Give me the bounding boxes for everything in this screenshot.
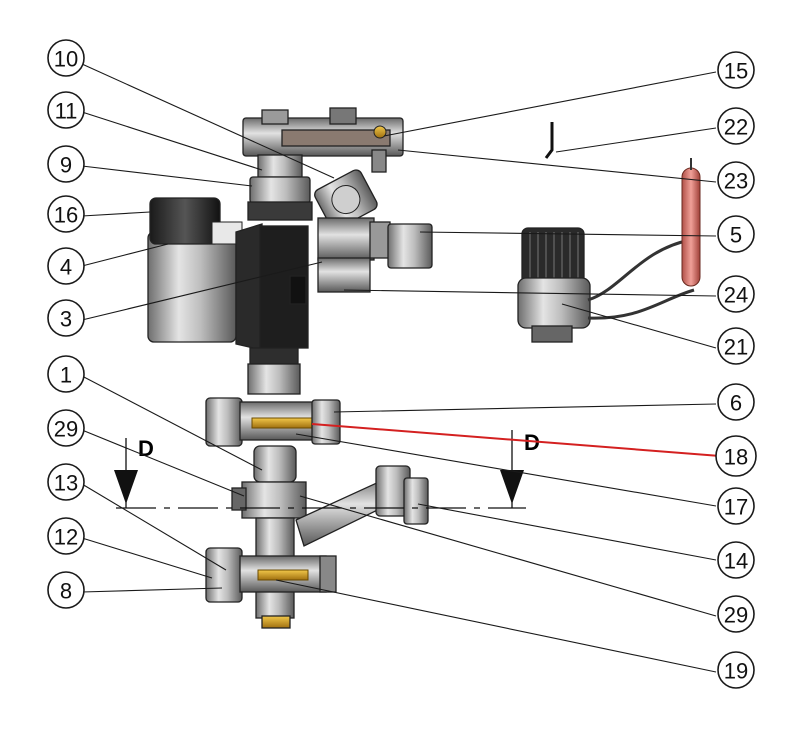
callout-c22: 22 — [717, 107, 755, 145]
callout-circle — [717, 107, 755, 145]
callout-label: 24 — [724, 283, 748, 308]
sensor-bulb — [681, 167, 701, 287]
highlight-leader — [311, 423, 721, 457]
callout-label: 5 — [730, 223, 742, 248]
callout-label: 13 — [54, 471, 78, 496]
callout-c17: 17 — [717, 487, 755, 525]
callout-circle — [47, 39, 85, 77]
callout-circle — [47, 355, 85, 393]
callout-circle — [717, 651, 755, 689]
callout-label: 17 — [724, 495, 748, 520]
callout-circle — [717, 215, 755, 253]
callout-c24: 24 — [717, 275, 755, 313]
callout-label: 14 — [724, 549, 748, 574]
callout-c10: 10 — [47, 39, 85, 77]
callouts-right: 15 22 23 5 24 21 6 18 17 14 29 19 — [715, 51, 757, 689]
callout-label: 22 — [724, 115, 748, 140]
callout-label: 4 — [60, 255, 72, 280]
callout-label: 23 — [724, 169, 748, 194]
callout-circle — [717, 275, 755, 313]
callout-label: 8 — [60, 579, 72, 604]
callout-label: 29 — [54, 417, 78, 442]
callout-c19: 19 — [717, 651, 755, 689]
callout-label: 12 — [54, 525, 78, 550]
callout-c12: 12 — [47, 517, 85, 555]
callout-c15: 15 — [717, 51, 755, 89]
callout-c5: 5 — [717, 215, 755, 253]
callout-c29r: 29 — [717, 595, 755, 633]
callout-c3: 3 — [47, 299, 85, 337]
callout-circle — [717, 161, 755, 199]
callout-label: 11 — [55, 99, 78, 124]
callout-circle — [717, 327, 755, 365]
callout-circle — [47, 517, 85, 555]
callout-circle — [715, 435, 757, 477]
leader-lines — [81, 63, 721, 673]
callout-circle — [47, 195, 85, 233]
callout-circle — [47, 247, 85, 285]
callout-circle — [47, 145, 85, 183]
callout-label: 3 — [60, 307, 72, 332]
callout-label: 21 — [724, 335, 748, 360]
callout-circle — [717, 595, 755, 633]
callout-c29l: 29 — [47, 409, 85, 447]
callout-circle — [717, 383, 755, 421]
callout-label: 1 — [60, 363, 72, 388]
callout-label: 6 — [730, 391, 742, 416]
callout-c16: 16 — [47, 195, 85, 233]
callout-label: 10 — [54, 47, 78, 72]
callout-c14: 14 — [717, 541, 755, 579]
callout-c9: 9 — [47, 145, 85, 183]
thermostatic-head — [521, 227, 585, 285]
section-label-right: D — [524, 430, 540, 455]
device-illustration — [147, 107, 701, 629]
section-label-left: D — [138, 436, 154, 461]
callout-label: 15 — [724, 59, 748, 84]
callout-label: 29 — [724, 603, 748, 628]
callout-c18: 18 — [715, 435, 757, 477]
callout-label: 9 — [60, 153, 72, 178]
callout-circle — [47, 463, 85, 501]
callout-c8: 8 — [47, 571, 85, 609]
callout-label: 16 — [54, 203, 78, 228]
callout-circle — [717, 541, 755, 579]
callout-circle — [47, 299, 85, 337]
callout-c6: 6 — [717, 383, 755, 421]
callout-circle — [47, 571, 85, 609]
callout-c1: 1 — [47, 355, 85, 393]
callout-c11: 11 — [47, 91, 85, 129]
callout-label: 18 — [724, 445, 748, 470]
callout-c23: 23 — [717, 161, 755, 199]
callout-c21: 21 — [717, 327, 755, 365]
callouts-left: 10 11 9 16 4 3 1 29 13 12 8 — [47, 39, 85, 609]
pump-motor — [147, 231, 237, 343]
callout-c13: 13 — [47, 463, 85, 501]
callout-label: 19 — [724, 659, 748, 684]
callout-circle — [47, 91, 85, 129]
callout-c4: 4 — [47, 247, 85, 285]
callout-circle — [717, 487, 755, 525]
callout-circle — [47, 409, 85, 447]
callout-circle — [717, 51, 755, 89]
